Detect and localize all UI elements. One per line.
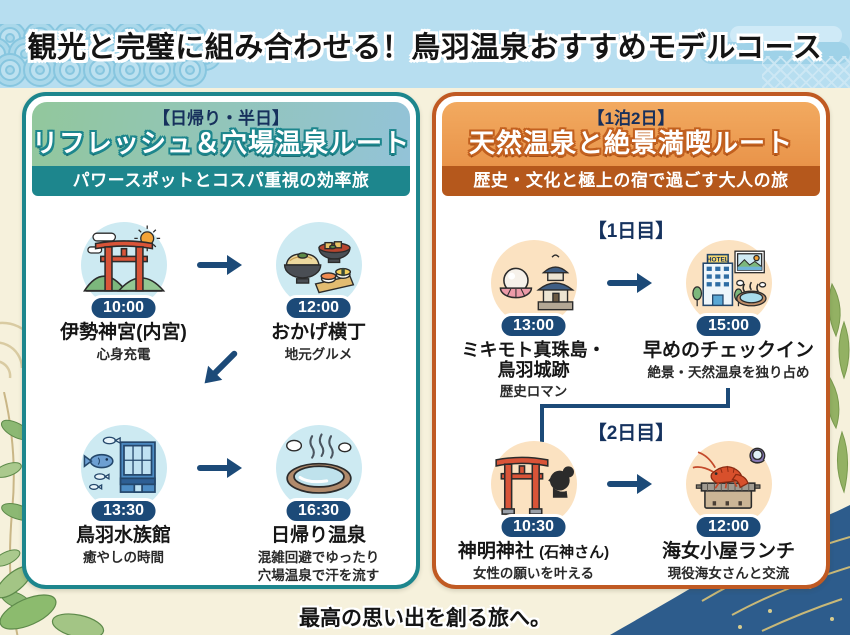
time-badge: 10:30 bbox=[498, 514, 569, 540]
itinerary-item: 10:30 神明神社 (石神さん) 女性の願いを叶える bbox=[436, 441, 631, 583]
left-route-name: リフレッシュ＆穴場温泉ルート bbox=[32, 128, 411, 159]
day2-label: 【2日目】 bbox=[587, 423, 675, 444]
shinmei-shrine-torii-icon: 10:30 bbox=[490, 441, 577, 540]
day-trip-route-panel: 【日帰り・半日】 リフレッシュ＆穴場温泉ルート パワースポットとコスパ重視の効率… bbox=[22, 92, 420, 589]
item-title-note: (石神さん) bbox=[539, 544, 610, 561]
two-day-route-panel: 【1泊2日】 天然温泉と絶景満喫ルート 歴史・文化と極上の宿で過ごす大人の旅 【… bbox=[432, 92, 830, 589]
item-desc: 女性の願いを叶える bbox=[472, 566, 595, 582]
item-title: 伊勢神宮(内宮) bbox=[60, 322, 187, 343]
ise-jingu-torii-icon: 10:00 bbox=[80, 222, 167, 321]
ama-hut-lobster-grill-icon: 12:00 bbox=[685, 441, 772, 540]
itinerary-item: 12:00 海女小屋ランチ 現役海女さんと交流 bbox=[631, 441, 826, 583]
left-panel-header: 【日帰り・半日】 リフレッシュ＆穴場温泉ルート bbox=[32, 102, 410, 166]
right-arrow-icon bbox=[607, 474, 652, 494]
sashiko-pattern bbox=[762, 56, 850, 88]
itinerary-item: 16:30 日帰り温泉 混雑回避でゆったり 穴場温泉で汗を流す bbox=[221, 425, 416, 584]
right-route-name: 天然温泉と絶景満喫ルート bbox=[468, 128, 793, 159]
item-desc: 癒やしの時間 bbox=[83, 550, 164, 566]
right-duration-label: 【1泊2日】 bbox=[587, 109, 675, 128]
item-title-main: 神明神社 bbox=[457, 541, 534, 562]
time-badge: 13:00 bbox=[498, 313, 569, 339]
item-title: 早めのチェックイン bbox=[642, 340, 814, 361]
aquarium-icon: 13:30 bbox=[80, 425, 167, 524]
right-subtitle: 歴史・文化と極上の宿で過ごす大人の旅 bbox=[442, 166, 820, 196]
hotel-sign-text: HOTEL bbox=[706, 257, 728, 264]
item-desc: 歴史ロマン bbox=[499, 384, 568, 400]
item-title: 海女小屋ランチ bbox=[661, 541, 795, 562]
right-arrow-icon bbox=[197, 255, 242, 275]
left-subtitle: パワースポットとコスパ重視の効率旅 bbox=[32, 166, 410, 196]
item-desc: 心身充電 bbox=[96, 347, 151, 363]
right-arrow-icon bbox=[197, 458, 242, 478]
cloud-shape bbox=[730, 26, 842, 44]
bamboo-leaves-decoration bbox=[826, 282, 850, 494]
item-title: 鳥羽水族館 bbox=[75, 525, 171, 546]
right-arrow-icon bbox=[607, 273, 652, 293]
left-panel-body: 10:00 伊勢神宮(内宮) 心身充電 bbox=[26, 196, 416, 585]
item-title: 日帰り温泉 bbox=[270, 525, 366, 546]
itinerary-item: 13:30 鳥羽水族館 癒やしの時間 bbox=[26, 425, 221, 567]
time-badge: 12:00 bbox=[283, 295, 354, 321]
time-badge: 16:30 bbox=[283, 498, 354, 524]
item-title: ミキモト真珠島・ 鳥羽城跡 bbox=[461, 340, 606, 381]
item-desc: 絶景・天然温泉を独り占め bbox=[647, 365, 810, 381]
item-desc: 現役海女さんと交流 bbox=[667, 566, 790, 582]
hotel-checkin-icon: HOTEL bbox=[685, 240, 772, 339]
itinerary-item: 13:00 ミキモト真珠島・ 鳥羽城跡 歴史ロマン bbox=[436, 240, 631, 401]
itinerary-item: 12:00 おかげ横丁 地元グルメ bbox=[221, 222, 416, 364]
day1-to-day2-connector-line bbox=[540, 388, 730, 442]
item-title: おかげ横丁 bbox=[270, 322, 366, 343]
right-panel-header: 【1泊2日】 天然温泉と絶景満喫ルート bbox=[442, 102, 820, 166]
itinerary-item: 10:00 伊勢神宮(内宮) 心身充電 bbox=[26, 222, 221, 364]
local-gourmet-icon: 12:00 bbox=[275, 222, 362, 321]
time-badge: 12:00 bbox=[693, 514, 764, 540]
time-badge: 13:30 bbox=[88, 498, 159, 524]
down-left-arrow-icon bbox=[181, 333, 255, 407]
tagline: 最高の思い出を創る旅へ。 bbox=[299, 607, 551, 630]
day1-label: 【1日目】 bbox=[587, 221, 675, 242]
top-band bbox=[0, 0, 850, 88]
page-title: 観光と完璧に組み合わせる！鳥羽温泉おすすめモデルコース bbox=[27, 32, 823, 64]
item-title: 神明神社 (石神さん) bbox=[458, 541, 609, 562]
time-badge: 10:00 bbox=[88, 295, 159, 321]
day-onsen-icon: 16:30 bbox=[275, 425, 362, 524]
itinerary-item: HOTEL bbox=[631, 240, 826, 382]
right-panel-body: 【1日目】 bbox=[436, 196, 826, 585]
item-desc: 地元グルメ bbox=[284, 347, 353, 363]
time-badge: 15:00 bbox=[693, 313, 764, 339]
left-duration-label: 【日帰り・半日】 bbox=[153, 109, 289, 128]
item-desc: 混雑回避でゆったり 穴場温泉で汗を流す bbox=[257, 550, 380, 583]
pearl-island-castle-icon: 13:00 bbox=[490, 240, 577, 339]
